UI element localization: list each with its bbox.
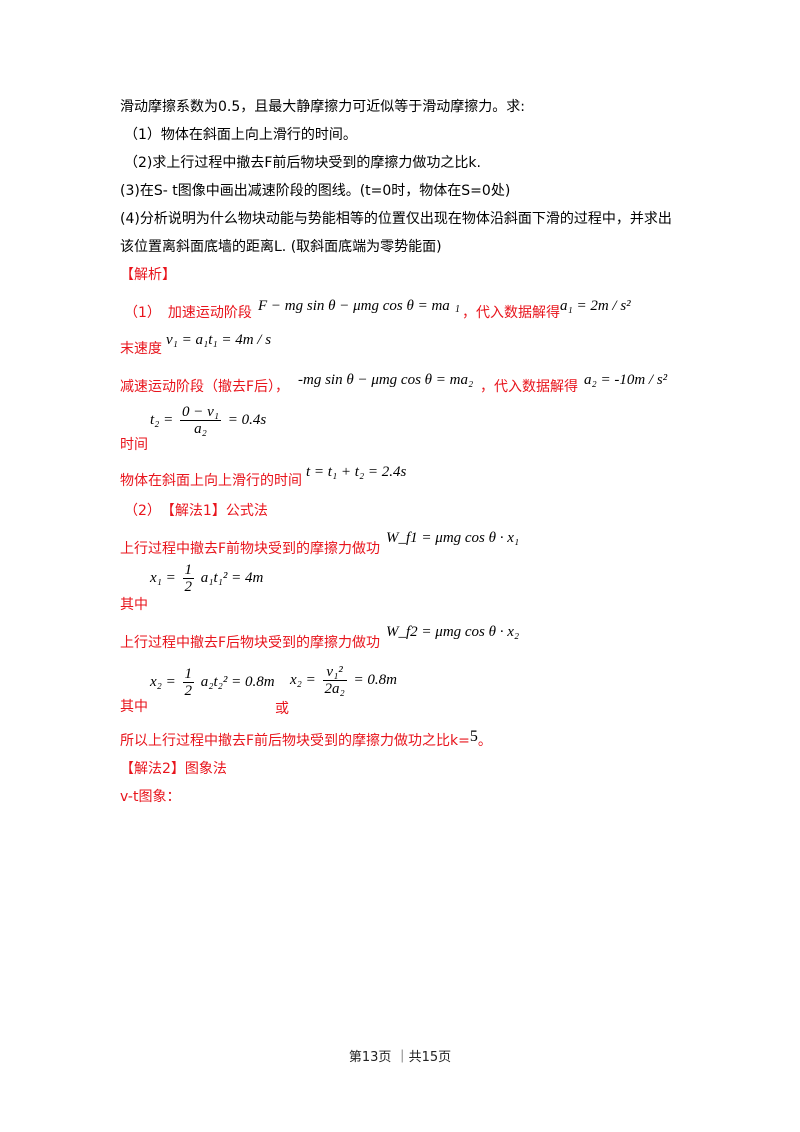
step1-result: a₁ = 2m / s² — [560, 298, 631, 314]
step5-label: 物体在斜面上向上滑行的时间 — [120, 473, 302, 489]
problem-question-4: (4)分析说明为什么物块动能与势能相等的位置仅出现在物体沿斜面下滑的过程中，并求… — [120, 211, 672, 227]
part2-x2b-equation: x₂ = v₁² 2a₂ = 0.8m — [290, 664, 397, 697]
step3-equation: -mg sin θ − μmg cos θ = ma₂ — [298, 372, 474, 388]
part2-or: 或 — [275, 701, 289, 717]
step4-label: 时间 — [120, 437, 148, 453]
part2-qizhong-2: 其中 — [120, 699, 148, 715]
part2-line1: 上行过程中撤去F前物块受到的摩擦力做功 — [120, 541, 381, 557]
part2-x2b-rhs: = 0.8m — [353, 671, 397, 688]
page-footer: 第13页 ｜共15页 — [348, 1050, 452, 1065]
step3-mid: ，代入数据解得 — [480, 379, 578, 395]
part3-vt-label: v-t图象： — [120, 789, 181, 805]
part2-heading: （2） 【解法1】公式法 — [124, 503, 268, 519]
part2-x2b-fraction: v₁² 2a₂ — [322, 664, 347, 697]
part2-x2b-den: 2a₂ — [324, 681, 345, 697]
part2-x1-lhs: x₁ = — [150, 569, 176, 586]
problem-question-3: (3)在S- t图像中画出减速阶段的图线。(t=0时，物体在S=0处) — [120, 183, 511, 199]
part2-x1-fraction: 1 2 — [182, 562, 194, 595]
step4-fraction: 0 − v₁ a₂ — [180, 404, 222, 437]
part2-line2: 上行过程中撤去F后物块受到的摩擦力做功 — [120, 635, 381, 651]
part2-x2-num: 1 — [182, 666, 194, 683]
step4-lhs: t₂ = — [150, 411, 174, 428]
step2-equation: v₁ = a₁t₁ = 4m / s — [166, 332, 272, 348]
part2-x1-rhs: a₁t₁² = 4m — [200, 569, 264, 586]
part2-x2b-num: v₁² — [322, 664, 347, 681]
problem-line-1: 滑动摩擦系数为0.5，且最大静摩擦力可近似等于滑动摩擦力。求: — [120, 99, 525, 115]
step1-equation: F − mg sin θ − μmg cos θ = ma — [258, 298, 450, 314]
step1-mid: ，代入数据解得 — [462, 305, 560, 321]
step4-rhs: = 0.4s — [227, 411, 267, 428]
step5-equation: t = t₁ + t₂ = 2.4s — [306, 464, 407, 480]
part2-x2-fraction: 1 2 — [182, 666, 194, 699]
step3-label: 减速运动阶段（撤去F后）， — [120, 379, 290, 395]
part2-eq2: W_f2 = μmg cos θ · x₂ — [386, 624, 520, 640]
part2-ratio: 所以上行过程中撤去F前后物块受到的摩擦力做功之比k=5。 — [120, 728, 492, 750]
part2-x2-rhs: a₂t₂² = 0.8m — [200, 673, 275, 690]
part2-ratio-value: 5 — [469, 728, 478, 745]
part2-x1-den: 2 — [184, 579, 193, 595]
step4-equation: t₂ = 0 − v₁ a₂ = 0.4s — [150, 404, 266, 437]
part2-ratio-text: 所以上行过程中撤去F前后物块受到的摩擦力做功之比k= — [120, 733, 470, 749]
step1-sub: 1 — [455, 304, 460, 315]
part3-heading: 【解法2】图象法 — [120, 761, 227, 777]
part2-qizhong-1: 其中 — [120, 597, 148, 613]
part2-x2-lhs: x₂ = — [150, 673, 176, 690]
part2-x1-num: 1 — [182, 562, 194, 579]
step4-denominator: a₂ — [194, 421, 207, 437]
part2-x2b-lhs: x₂ = — [290, 671, 316, 688]
step3-result: a₂ = -10m / s² — [584, 372, 668, 388]
part2-eq1: W_f1 = μmg cos θ · x₁ — [386, 530, 520, 546]
problem-question-1: （1）物体在斜面上向上滑行的时间。 — [124, 127, 357, 143]
step2-label: 末速度 — [120, 341, 162, 357]
problem-question-4-cont: 该位置离斜面底墙的距离L. (取斜面底端为零势能面) — [120, 239, 442, 255]
problem-question-2: （2)求上行过程中撤去F前后物块受到的摩擦力做功之比k. — [124, 155, 481, 171]
step1-label: （1） 加速运动阶段 — [124, 305, 252, 321]
part2-x2-den: 2 — [184, 683, 193, 699]
part2-x1-equation: x₁ = 1 2 a₁t₁² = 4m — [150, 562, 263, 595]
solution-heading: 【解析】 — [120, 267, 176, 283]
part2-x2-equation: x₂ = 1 2 a₂t₂² = 0.8m — [150, 666, 275, 699]
part2-ratio-end: 。 — [477, 733, 492, 749]
step4-numerator: 0 − v₁ — [180, 404, 222, 421]
